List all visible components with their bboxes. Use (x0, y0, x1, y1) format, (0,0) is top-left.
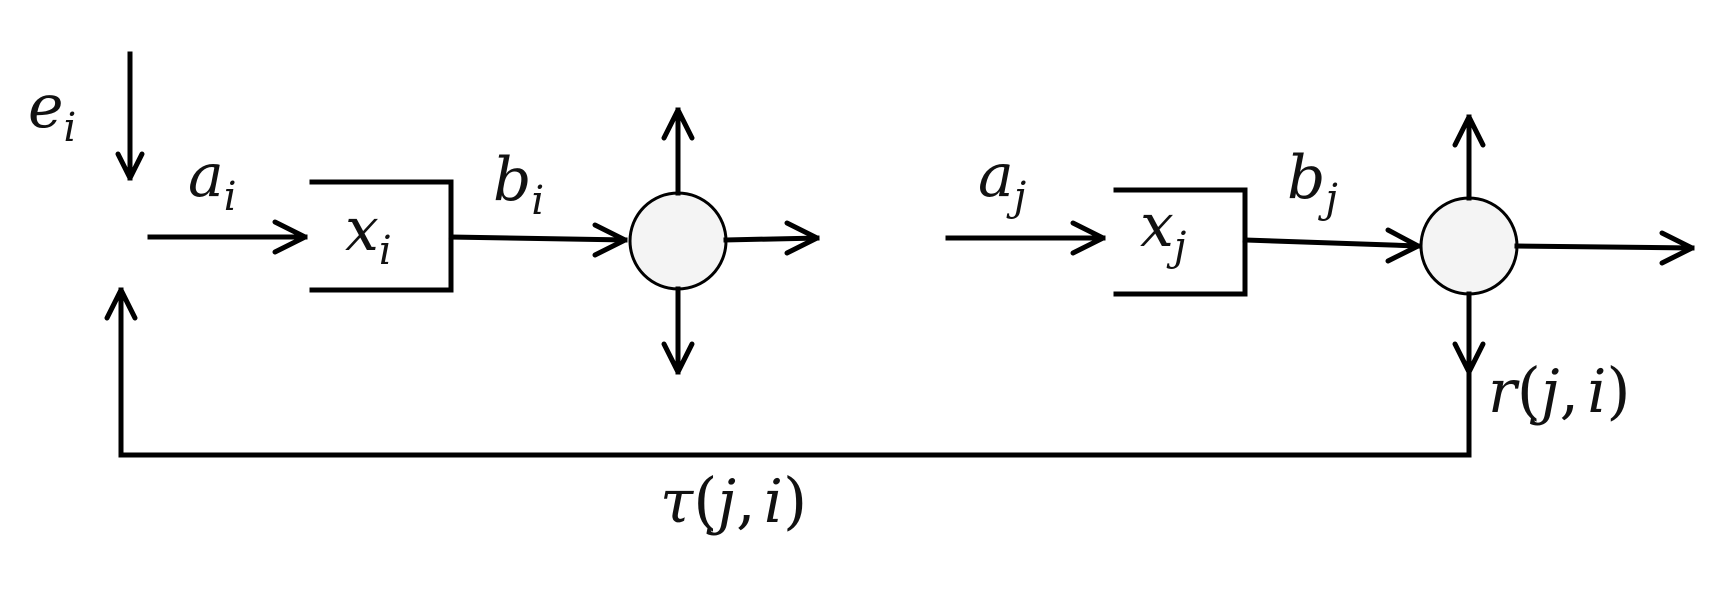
label-b-j: bj (1287, 143, 1338, 222)
label-r-j-i: r(j,i) (1488, 354, 1631, 427)
split-node-i (628, 107, 820, 375)
label-a-j: aj (978, 141, 1026, 220)
label-tau-j-i: τ(j,i) (660, 464, 807, 537)
input-arrow-e-i (115, 51, 145, 181)
input-arrow-a-i (147, 219, 308, 255)
label-b-i: bi (493, 145, 544, 224)
label-a-i: ai (188, 141, 237, 220)
label-x-i: xi (345, 195, 392, 274)
label-x-j: xj (1140, 191, 1186, 270)
split-node-j (1419, 114, 1695, 375)
input-arrow-a-j (945, 220, 1106, 256)
feedback-path-tau (104, 287, 1472, 458)
label-e-i: ei (28, 72, 76, 151)
output-arrow-b-j (1242, 227, 1421, 264)
output-arrow-b-i (448, 222, 628, 258)
